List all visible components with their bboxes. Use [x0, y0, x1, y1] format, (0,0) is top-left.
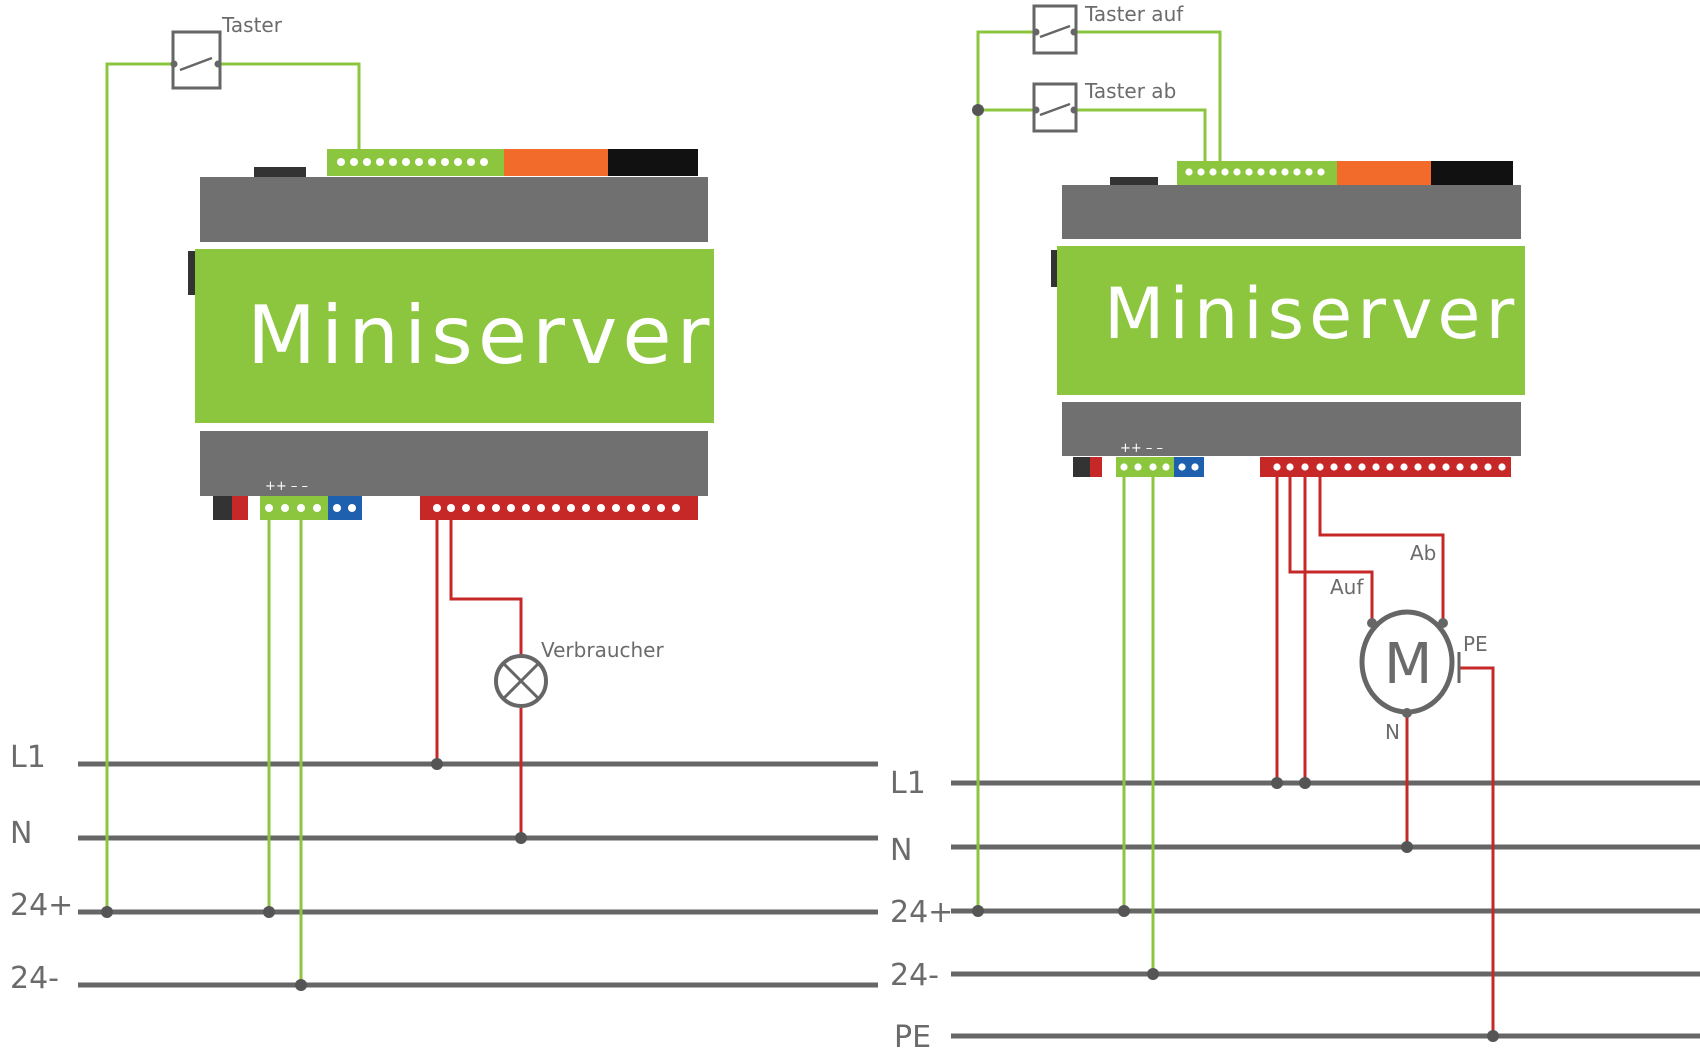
left-top-terminal-black [608, 149, 698, 176]
left-junction-dot [295, 979, 307, 991]
right-bus-label-24minus: 24- [890, 958, 939, 993]
right-top-terminal-orange [1337, 161, 1431, 185]
right-switch-down-label: Taster ab [1084, 79, 1176, 103]
right-switch-up-symbol [1032, 4, 1078, 55]
right-bus-label-pe: PE [894, 1020, 931, 1049]
left-load-lamp-symbol [494, 654, 548, 708]
right-switch-down-symbol [1032, 82, 1078, 133]
left-top-terminal-orange [504, 149, 608, 176]
right-motor-n-label: N [1385, 720, 1400, 744]
right-motor-down-wire [1318, 475, 1445, 623]
right-network-terminal [1174, 457, 1204, 477]
left-bus-label-24plus: 24+ [10, 888, 73, 923]
left-miniserver: Miniserver ++ – – [188, 149, 714, 520]
right-junction-dot [1487, 1030, 1499, 1042]
left-switch-label: Taster [221, 13, 283, 37]
left-junction-dot [515, 832, 527, 844]
left-switch-wire-return [218, 62, 361, 151]
right-motor-down-label: Ab [1410, 541, 1436, 565]
left-switch-wire-feed [105, 62, 174, 912]
left-bus-label-l1: L1 [10, 740, 46, 775]
right-top-terminal-black [1431, 161, 1513, 185]
right-bus-label-l1: L1 [890, 766, 926, 801]
right-motor-symbol [1359, 609, 1461, 718]
right-motor-up-label: Auf [1330, 575, 1364, 599]
right-miniserver: Miniserver ++ – – [1051, 161, 1525, 477]
left-switch-symbol [170, 30, 222, 90]
right-junction-dot [1271, 777, 1283, 789]
left-bus-lines [78, 761, 878, 988]
right-bus-label-24plus: 24+ [890, 895, 953, 930]
right-motor-letter: M [1384, 632, 1432, 697]
left-miniserver-title: Miniserver [247, 289, 714, 382]
right-relay-terminal [1260, 457, 1511, 477]
right-switch-feed-wire [976, 30, 1036, 911]
right-junction-dot [1299, 777, 1311, 789]
left-junction-dot [101, 906, 113, 918]
right-switch-down-return-wire [1074, 108, 1207, 164]
left-diagram: L1 N 24+ 24- Taster [10, 13, 878, 996]
right-diagram: L1 N 24+ 24- PE Taster auf Taster ab [890, 2, 1700, 1053]
left-relay-load-wire [449, 516, 523, 656]
right-motor-pe-wire [1459, 666, 1495, 1036]
right-motor-pe-label: PE [1463, 632, 1488, 656]
right-miniserver-title: Miniserver [1104, 273, 1519, 355]
left-bus-label-n: N [10, 816, 32, 851]
left-load-label: Verbraucher [541, 638, 664, 662]
right-junction-dot [1147, 968, 1159, 980]
right-junction-dot [1118, 905, 1130, 917]
left-power-marks: ++ – – [265, 479, 308, 494]
left-junction-dot [431, 758, 443, 770]
right-junction-dot [972, 104, 984, 116]
right-bus-label-n: N [890, 833, 912, 868]
left-miniserver-front [195, 249, 714, 423]
right-miniserver-front [1057, 246, 1525, 395]
right-junction-dot [972, 905, 984, 917]
left-bus-label-24minus: 24- [10, 961, 59, 996]
right-switch-up-label: Taster auf [1084, 2, 1184, 26]
left-junction-dot [263, 906, 275, 918]
right-switch-up-return-wire [1074, 30, 1222, 164]
right-motor-up-wire [1288, 475, 1374, 623]
right-power-marks: ++ – – [1120, 441, 1163, 456]
right-power-terminal [1116, 457, 1174, 477]
right-junction-dot [1401, 841, 1413, 853]
